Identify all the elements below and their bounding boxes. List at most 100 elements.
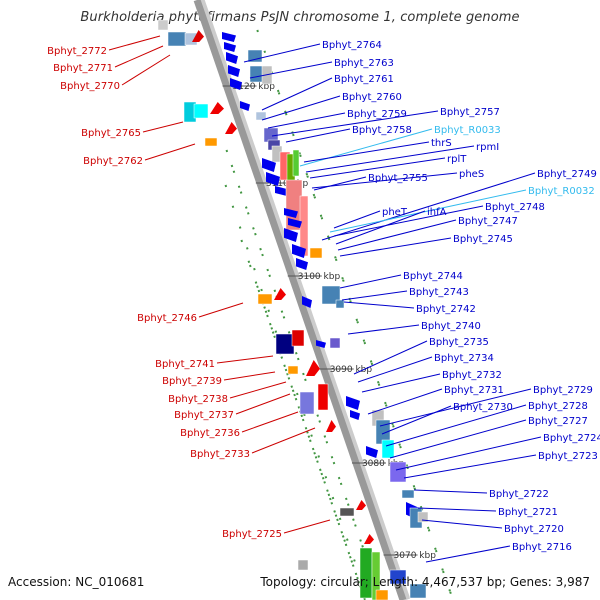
gene-arrow (266, 172, 280, 186)
accession-text: Accession: NC_010681 (8, 575, 145, 589)
scale-tick-label: 3090 kbp (330, 365, 373, 375)
right-gene-label: Bphyt_2749 (537, 169, 597, 180)
left-label-connector (223, 371, 276, 381)
gene-arrow (366, 446, 378, 458)
feature-track-guide (225, 149, 382, 600)
right-gene-label: Bphyt_2757 (440, 107, 500, 118)
gene-arrow (274, 288, 286, 300)
right-gene-label: Bphyt_R0032 (528, 186, 595, 197)
right-label-connector (385, 404, 527, 447)
right-gene-label: thrS (431, 138, 452, 149)
left-gene-label: Bphyt_2762 (83, 156, 143, 167)
gene-arrow (240, 101, 250, 111)
gene-block (204, 137, 218, 147)
right-gene-label: Bphyt_2731 (444, 385, 504, 396)
gene-block (275, 333, 295, 355)
left-gene-label: Bphyt_2733 (190, 449, 250, 460)
right-label-connector (333, 210, 381, 229)
gene-block (381, 439, 395, 459)
right-gene-label: Bphyt_2758 (352, 125, 412, 136)
left-label-connector (114, 45, 164, 68)
right-label-connector (403, 454, 537, 479)
right-label-connector (353, 340, 428, 375)
gene-arrow (364, 534, 374, 544)
right-label-connector (417, 507, 497, 512)
genome-summary-text: Topology: circular; Length: 4,467,537 bp… (260, 575, 590, 589)
right-gene-label: Bphyt_2720 (504, 524, 564, 535)
right-label-connector (357, 356, 433, 383)
right-gene-label: Bphyt_2755 (368, 173, 428, 184)
right-label-connector (367, 388, 443, 415)
right-label-connector (309, 157, 446, 179)
left-label-connector (283, 519, 331, 534)
gene-arrow (284, 208, 298, 218)
feature-track-guide (276, 89, 454, 600)
right-gene-label: ihfA (427, 207, 447, 218)
gene-arrow (262, 158, 276, 172)
right-label-connector (413, 489, 488, 494)
gene-arrow (228, 65, 240, 77)
right-label-connector (347, 324, 420, 335)
right-label-connector (337, 219, 457, 251)
sequence-backbone (193, 0, 407, 600)
right-gene-label: pheT (382, 207, 408, 218)
right-gene-label: Bphyt_2716 (512, 542, 572, 553)
right-gene-label: Bphyt_2760 (342, 92, 402, 103)
left-gene-label: Bphyt_2741 (155, 359, 215, 370)
gene-block (417, 511, 429, 523)
left-gene-label: Bphyt_2771 (53, 63, 113, 74)
gene-arrow (292, 244, 306, 258)
gene-arrow (296, 258, 308, 270)
gene-block (292, 149, 300, 177)
gene-arrow (210, 102, 224, 114)
gene-arrow (326, 420, 336, 432)
right-gene-label: Bphyt_2735 (429, 337, 489, 348)
left-gene-label: Bphyt_2772 (47, 46, 107, 57)
gene-block (317, 383, 329, 411)
feature-track-guide (249, 264, 366, 600)
right-label-connector (381, 405, 452, 435)
right-gene-label: Bphyt_2740 (421, 321, 481, 332)
gene-block (299, 391, 315, 415)
right-label-connector (339, 274, 402, 289)
gene-arrow (356, 500, 366, 510)
right-gene-label: Bphyt_2747 (458, 216, 518, 227)
left-label-connector (121, 54, 171, 86)
right-label-connector (271, 110, 439, 137)
left-gene-label: Bphyt_2738 (168, 394, 228, 405)
right-gene-label: Bphyt_2734 (434, 353, 494, 364)
gene-block (287, 365, 299, 375)
gene-block (389, 461, 407, 483)
gene-block (309, 247, 323, 259)
left-label-connector (251, 427, 316, 454)
right-gene-label: Bphyt_2745 (453, 234, 513, 245)
right-label-connector (303, 141, 430, 163)
right-label-connector (395, 436, 542, 471)
left-label-connector (108, 35, 161, 51)
right-label-connector (249, 61, 333, 79)
right-gene-label: rpmI (476, 142, 499, 153)
scale-tick-label: 3080 kbp (362, 459, 405, 469)
left-label-connector (198, 302, 244, 318)
gene-arrow (226, 52, 238, 64)
gene-block (321, 285, 341, 305)
right-gene-label: Bphyt_2743 (409, 287, 469, 298)
right-gene-label: rplT (447, 154, 467, 165)
right-gene-label: Bphyt_2759 (347, 109, 407, 120)
right-label-connector (311, 172, 458, 189)
gene-block (297, 559, 309, 571)
map-title: Burkholderia phytofirmans PsJN chromosom… (80, 10, 520, 25)
scale-tick-label: 3100 kbp (298, 272, 341, 282)
right-label-connector (305, 145, 475, 173)
left-gene-label: Bphyt_2770 (60, 81, 120, 92)
left-gene-label: Bphyt_2736 (180, 428, 240, 439)
right-label-connector (267, 112, 346, 129)
right-gene-label: Bphyt_2742 (416, 304, 476, 315)
gene-arrow (284, 228, 298, 242)
right-label-connector (329, 189, 527, 233)
gene-block (389, 569, 407, 585)
gene-block (167, 31, 187, 47)
right-label-connector (341, 290, 408, 301)
